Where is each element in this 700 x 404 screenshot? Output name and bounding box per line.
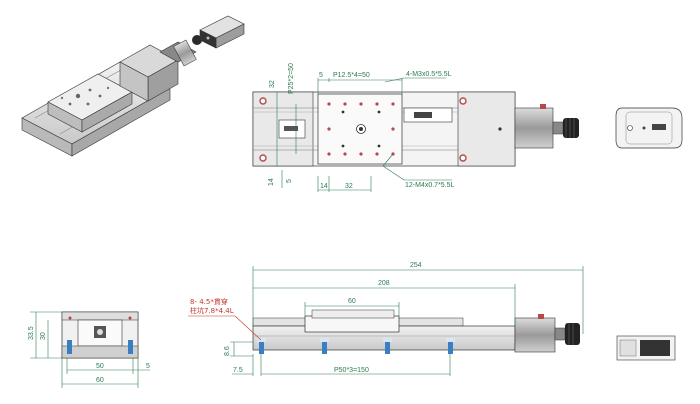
dim-254: 254: [410, 262, 422, 269]
front-end-view: [30, 311, 150, 388]
top-view: [252, 77, 579, 192]
dim-14-bottom: 14: [320, 183, 328, 190]
dim-5-top: 5: [319, 72, 323, 79]
dim-8-6: 8.6: [224, 346, 231, 356]
label-tap-top: 4-M3x0.5*5.5L: [406, 71, 452, 78]
dim-32-bottom: 32: [345, 183, 353, 190]
dim-5-left: 5: [286, 179, 293, 183]
dim-30: 30: [40, 332, 47, 340]
note-counterbore: 柱坑7.8*4.4L: [190, 306, 234, 315]
dim-33-5: 33.5: [28, 326, 35, 340]
label-pitch-top: P12.5*4=50: [333, 72, 370, 79]
dim-5-end: 5: [146, 363, 150, 370]
label-tap-bottom: 12-M4x0.7*5.5L: [405, 182, 455, 189]
label-pitch-vertical: P25*2=50: [288, 63, 295, 94]
label-pitch-side: P50*3=150: [334, 367, 369, 374]
dim-50: 50: [96, 363, 104, 370]
note-hole-through: 8- 4.5*貫穿: [190, 297, 228, 306]
dim-14-left: 14: [268, 178, 275, 186]
dim-7-5: 7.5: [233, 367, 243, 374]
dim-60-carriage: 60: [348, 298, 356, 305]
right-end-view: [615, 107, 683, 149]
dim-208: 208: [378, 280, 390, 287]
dim-32-left: 32: [269, 80, 276, 88]
dim-60-end: 60: [96, 377, 104, 384]
isometric-view: [21, 15, 245, 157]
side-view: [188, 266, 676, 376]
